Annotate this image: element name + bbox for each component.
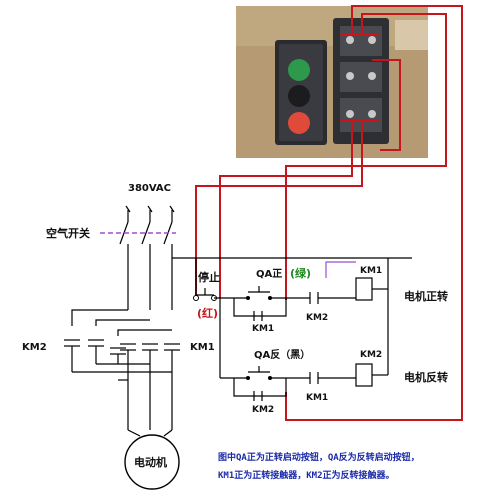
black-button-icon bbox=[288, 85, 310, 107]
note-line-2: KM1正为正转接触器，KM2正为反转接触器。 bbox=[218, 469, 395, 481]
red-button-icon bbox=[288, 112, 310, 134]
wire-forward bbox=[285, 13, 447, 300]
km1-interlock-label: KM1 bbox=[306, 393, 328, 403]
km2-coil bbox=[355, 363, 373, 387]
motor-reverse-label: 电机反转 bbox=[404, 370, 448, 384]
qa-forward-label: QA正 bbox=[256, 268, 282, 280]
stop-color-label: (红) bbox=[197, 306, 218, 320]
supply-voltage-label: 380VAC bbox=[128, 183, 171, 194]
red-wires bbox=[195, 5, 463, 421]
pushbutton-station-photo bbox=[236, 6, 428, 158]
note-line-1: 图中QA正为正转启动按钮，QA反为反转启动按钮， bbox=[218, 451, 420, 463]
km2-main-contacts bbox=[64, 309, 172, 381]
qa-reverse-label: QA反（黑） bbox=[254, 348, 310, 361]
km2-interlock-label: KM2 bbox=[306, 313, 328, 323]
km2-holding-label: KM2 bbox=[252, 405, 274, 415]
km1-holding-label: KM1 bbox=[252, 324, 274, 334]
km2-main-label: KM2 bbox=[22, 342, 47, 353]
stop-button-label: 停止 bbox=[198, 270, 220, 284]
qa-forward-color-label: (绿) bbox=[290, 266, 311, 280]
motor-label: 电动机 bbox=[134, 455, 167, 469]
air-switch-label: 空气开关 bbox=[46, 226, 90, 240]
wire-outer-loop bbox=[285, 5, 463, 421]
km1-coil-label: KM1 bbox=[360, 266, 382, 276]
wire-stop bbox=[195, 120, 363, 296]
km1-main-contacts bbox=[120, 343, 180, 430]
green-button-icon bbox=[288, 59, 310, 81]
km1-coil bbox=[355, 277, 373, 301]
km2-coil-label: KM2 bbox=[360, 350, 382, 360]
km1-main-label: KM1 bbox=[190, 342, 215, 353]
control-circuit bbox=[193, 257, 412, 401]
wire-reverse bbox=[219, 120, 353, 298]
motor bbox=[124, 429, 180, 490]
motor-forward-label: 电机正转 bbox=[404, 289, 448, 303]
three-phase-supply bbox=[100, 205, 196, 310]
